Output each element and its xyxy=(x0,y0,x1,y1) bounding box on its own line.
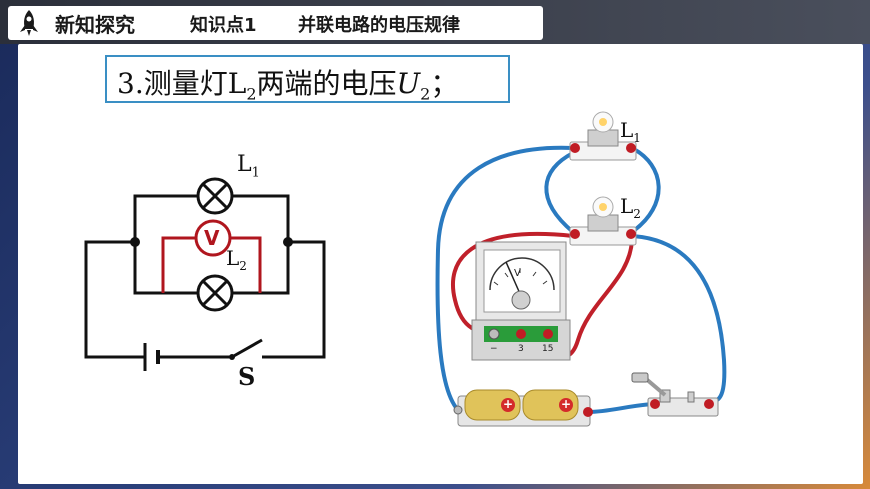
voltmeter-body xyxy=(471,241,571,361)
lamp-l2-holder xyxy=(569,196,637,246)
lamp-l2-symbol xyxy=(196,274,234,312)
voltmeter-symbol xyxy=(194,219,232,257)
task-lamp-sub: 2 xyxy=(246,84,257,104)
apparatus-l1-label: L1 xyxy=(620,118,641,145)
task-text: 3.测量灯L2两端的电压U2； xyxy=(117,62,458,104)
topic-title: 并联电路的电压规律 xyxy=(298,15,460,36)
wire-blue-l1-l2-left xyxy=(544,151,575,234)
wire-blue-battery-switch xyxy=(586,402,657,414)
battery-plus-1: + xyxy=(503,397,514,411)
header-bar: 新知探究 知识点1 并联电路的电压规律 xyxy=(0,0,870,44)
task-middle: 两端的电压 xyxy=(256,67,397,100)
knife-switch xyxy=(631,372,719,417)
wire-blue-outer-left xyxy=(435,145,575,412)
main-right-wire xyxy=(262,240,326,359)
terminal-minus-label: − xyxy=(490,344,498,354)
wire-blue-outer-right xyxy=(630,234,727,404)
junction-dot-right xyxy=(283,237,293,247)
schematic-l1-label: L1 xyxy=(237,152,260,181)
topic-label: 知识点1 xyxy=(190,15,257,36)
meter-unit-label: V xyxy=(514,268,521,279)
main-left-wire xyxy=(84,240,145,359)
task-prefix: 3.测量灯L xyxy=(117,67,247,100)
schematic-switch-label: S xyxy=(238,362,256,391)
task-var-sub: 2 xyxy=(420,84,431,104)
switch-blade xyxy=(231,338,263,359)
terminal-3-label: 3 xyxy=(518,344,524,354)
lamp-l1-symbol xyxy=(196,177,234,215)
schematic-l2-label: L2 xyxy=(226,246,247,273)
task-suffix: ； xyxy=(430,67,459,100)
wire-blue-l1-l2-right xyxy=(630,146,661,234)
apparatus-l2-label: L2 xyxy=(620,194,641,221)
rocket-icon xyxy=(20,10,38,36)
junction-dot-left xyxy=(130,237,140,247)
battery-pack xyxy=(453,389,593,427)
task-box: 3.测量灯L2两端的电压U2； xyxy=(105,55,510,104)
section-label: 新知探究 xyxy=(55,13,135,37)
voltmeter-wire xyxy=(161,236,262,293)
schematic-voltmeter-label: V xyxy=(204,226,220,250)
task-var: U xyxy=(396,67,421,100)
battery-plus-2: + xyxy=(561,397,572,411)
lamp-l1-holder xyxy=(569,111,637,161)
terminal-15-label: 15 xyxy=(542,344,554,354)
header-tab xyxy=(8,6,543,40)
content-panel xyxy=(18,44,863,484)
